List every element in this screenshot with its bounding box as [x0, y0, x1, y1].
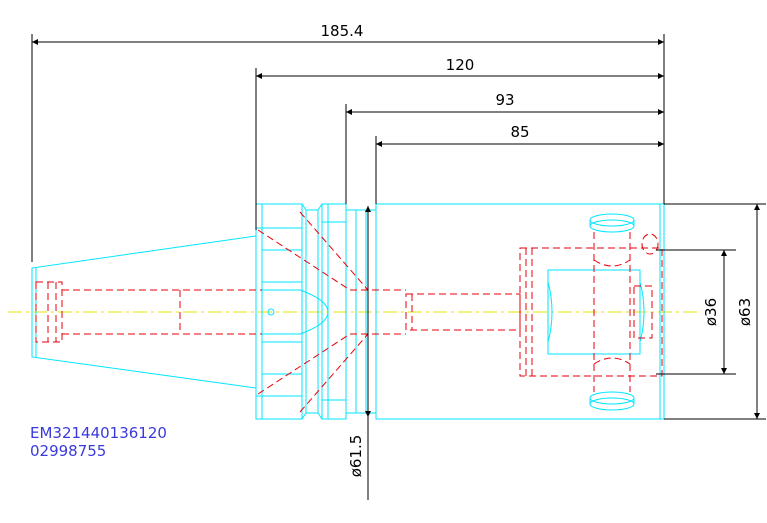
dim-outer-diameter: ø63: [736, 298, 754, 326]
dim-bore-diameter: ø36: [702, 298, 720, 326]
dim-body-with-flange: 93: [495, 91, 514, 109]
hidden-lines: [35, 211, 663, 413]
part-code-line-2: 02998755: [30, 442, 107, 460]
dim-shank-length: 120: [446, 56, 475, 74]
dim-body-length: 85: [510, 123, 529, 141]
dim-overall-length: 185.4: [321, 22, 364, 40]
part-code-line-1: EM321440136120: [30, 424, 167, 442]
dimension-lines: [31, 34, 766, 500]
dim-flange-diameter: ø61.5: [347, 435, 365, 478]
